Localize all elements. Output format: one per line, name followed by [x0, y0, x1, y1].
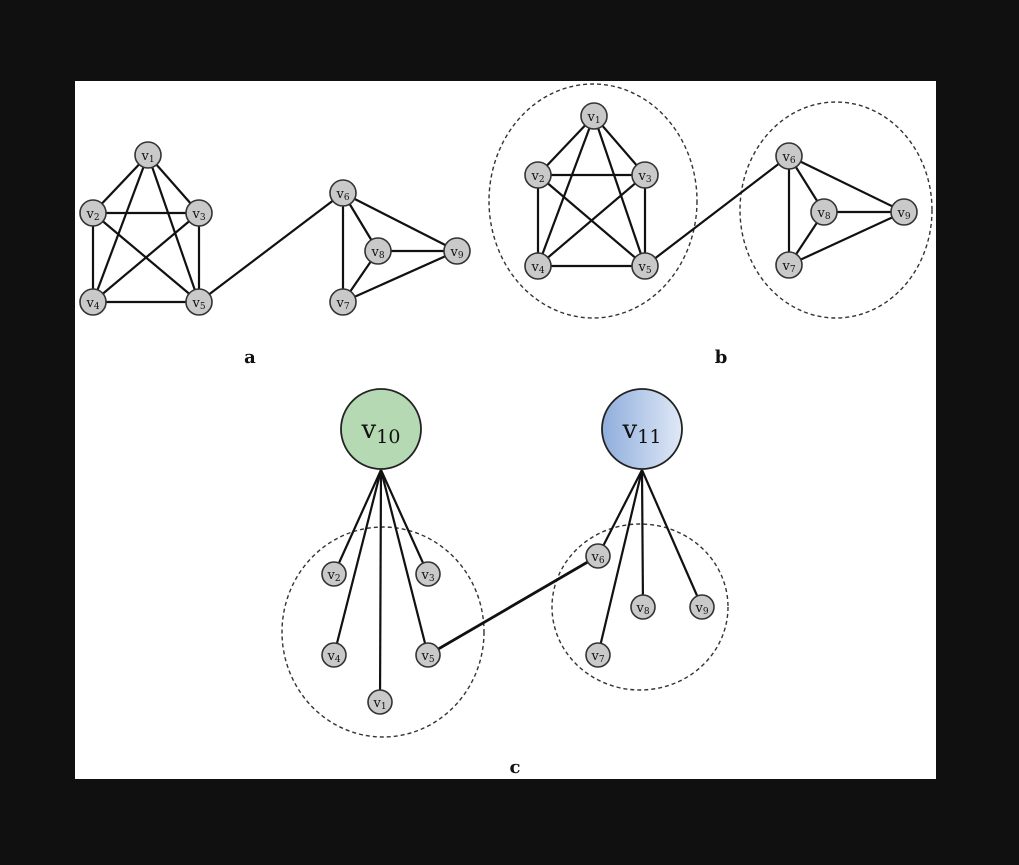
node-c-v9: v9 — [689, 594, 715, 620]
edge-c-v10-v3 — [379, 469, 430, 575]
edge-c-v11-v9 — [640, 469, 704, 608]
edge-c-v10-v5 — [379, 469, 430, 656]
node-c-v7: v7 — [585, 642, 611, 668]
node-a-v5: v5 — [185, 288, 213, 316]
node-b-v3: v3 — [631, 161, 659, 189]
edge-b-v7-v9 — [788, 211, 905, 266]
edge-a-v7-v9 — [342, 249, 458, 304]
edge-c-v10-v2 — [332, 469, 383, 575]
node-c-v10: v10 — [340, 388, 422, 470]
node-c-v2: v2 — [321, 561, 347, 587]
edge-a-v5-v6 — [198, 192, 344, 303]
cluster-b-left — [488, 83, 698, 319]
edge-a-v1-v4 — [91, 154, 150, 303]
cluster-c-left — [281, 526, 485, 738]
node-a-v8: v8 — [364, 237, 392, 265]
edge-b-v3-v4 — [537, 174, 646, 267]
edge-b-v1-v5 — [592, 115, 647, 267]
node-c-v5: v5 — [415, 642, 441, 668]
node-b-v7: v7 — [775, 251, 803, 279]
node-b-v5: v5 — [631, 252, 659, 280]
cluster-b-right — [739, 101, 933, 319]
node-b-v6: v6 — [775, 142, 803, 170]
panel-label-a: a — [244, 347, 256, 368]
edge-a-v1-v5 — [146, 154, 201, 303]
node-c-v6: v6 — [585, 543, 611, 569]
edge-c-v11-v7 — [596, 469, 644, 656]
node-c-v11: v11 — [601, 388, 683, 470]
node-a-v7: v7 — [329, 288, 357, 316]
svg-text:v10: v10 — [361, 415, 401, 448]
edge-b-v5-v6 — [644, 155, 790, 267]
edge-c-v11-v8 — [640, 469, 645, 608]
edge-a-v6-v9 — [342, 192, 458, 252]
node-a-v6: v6 — [329, 179, 357, 207]
panel-b: v1 v2 v3 v4 v5 v6 v7 v8 v9 b — [488, 83, 933, 368]
node-a-v2: v2 — [79, 199, 107, 227]
node-c-v8: v8 — [630, 594, 656, 620]
panel-label-b: b — [715, 347, 728, 368]
edge-c-v5-v6 — [427, 554, 599, 657]
node-c-v3: v3 — [415, 561, 441, 587]
node-a-v3: v3 — [185, 199, 213, 227]
edge-b-v1-v4 — [536, 115, 596, 267]
panel-label-c: c — [510, 757, 521, 778]
edge-c-v10-v1 — [378, 469, 383, 703]
panel-a: v1 v2 v3 v4 v5 v6 v7 v8 v9 a — [79, 141, 471, 368]
edge-c-v11-v6 — [597, 469, 643, 557]
node-a-v9: v9 — [443, 237, 471, 265]
edge-a-v3-v4 — [92, 212, 200, 303]
node-b-v4: v4 — [524, 252, 552, 280]
node-a-v4: v4 — [79, 288, 107, 316]
node-b-v1: v1 — [580, 102, 608, 130]
node-b-v9: v9 — [890, 198, 918, 226]
node-b-v2: v2 — [524, 161, 552, 189]
node-a-v1: v1 — [134, 141, 162, 169]
cluster-c-right — [551, 523, 729, 691]
node-b-v8: v8 — [810, 198, 838, 226]
panel-c: v10 v11 v2 v3 v4 v5 v1 v6 v7 v8 v9 c — [281, 388, 729, 778]
figure-canvas — [75, 81, 936, 779]
edge-c-v10-v4 — [332, 469, 383, 656]
node-c-v4: v4 — [321, 642, 347, 668]
edge-b-v6-v9 — [788, 155, 905, 213]
node-c-v1: v1 — [367, 689, 393, 715]
